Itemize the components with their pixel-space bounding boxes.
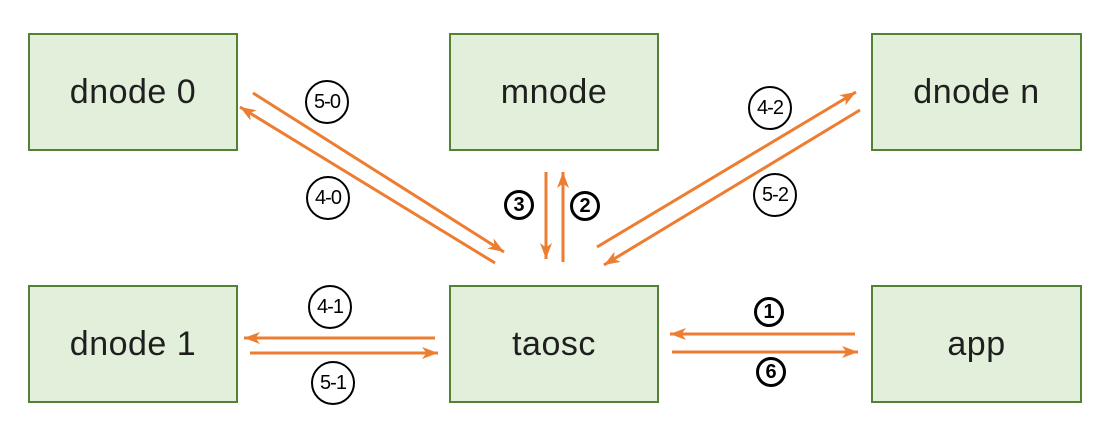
node-dnode-0: dnode 0 bbox=[28, 33, 238, 151]
arrow-4-2 bbox=[596, 90, 857, 249]
arrow-label-5-0: 5-0 bbox=[305, 80, 349, 124]
node-mnode: mnode bbox=[449, 33, 659, 151]
arrow-label-4-2-text: 4-2 bbox=[757, 96, 784, 119]
arrow-label-1: 1 bbox=[754, 297, 784, 327]
arrow-label-6-text: 6 bbox=[765, 360, 777, 383]
node-dnode-1-label: dnode 1 bbox=[69, 324, 197, 363]
arrow-label-4-0-text: 4-0 bbox=[315, 186, 342, 209]
arrow-label-3-text: 3 bbox=[513, 193, 525, 216]
arrow-label-4-1-text: 4-1 bbox=[317, 295, 344, 318]
node-dnode-1: dnode 1 bbox=[28, 285, 238, 403]
arrow-label-4-1: 4-1 bbox=[308, 285, 352, 329]
arrow-label-5-1: 5-1 bbox=[311, 361, 355, 405]
arrow-label-4-0: 4-0 bbox=[306, 176, 350, 220]
arrow-label-2: 2 bbox=[570, 191, 600, 221]
node-taosc-label: taosc bbox=[512, 324, 596, 363]
node-mnode-label: mnode bbox=[500, 72, 608, 111]
arrow-label-5-1-text: 5-1 bbox=[320, 371, 347, 394]
arrow-label-2-text: 2 bbox=[579, 194, 591, 217]
arrow-4-0 bbox=[239, 105, 496, 265]
arrow-5-0 bbox=[252, 91, 505, 254]
arrow-label-4-2: 4-2 bbox=[748, 86, 792, 130]
node-taosc: taosc bbox=[449, 285, 659, 403]
arrow-label-5-0-text: 5-0 bbox=[314, 90, 341, 113]
arrow-label-5-2: 5-2 bbox=[753, 173, 797, 217]
arrow-5-2 bbox=[603, 108, 861, 267]
arrow-label-1-text: 1 bbox=[763, 300, 775, 323]
arrow-label-5-2-text: 5-2 bbox=[762, 183, 789, 206]
node-app-label: app bbox=[947, 324, 1006, 363]
node-dnode-n: dnode n bbox=[871, 33, 1082, 151]
node-app: app bbox=[871, 285, 1082, 403]
node-dnode-0-label: dnode 0 bbox=[69, 72, 197, 111]
arrow-label-3: 3 bbox=[504, 190, 534, 220]
arrow-label-6: 6 bbox=[756, 357, 786, 387]
node-dnode-n-label: dnode n bbox=[913, 72, 1040, 111]
